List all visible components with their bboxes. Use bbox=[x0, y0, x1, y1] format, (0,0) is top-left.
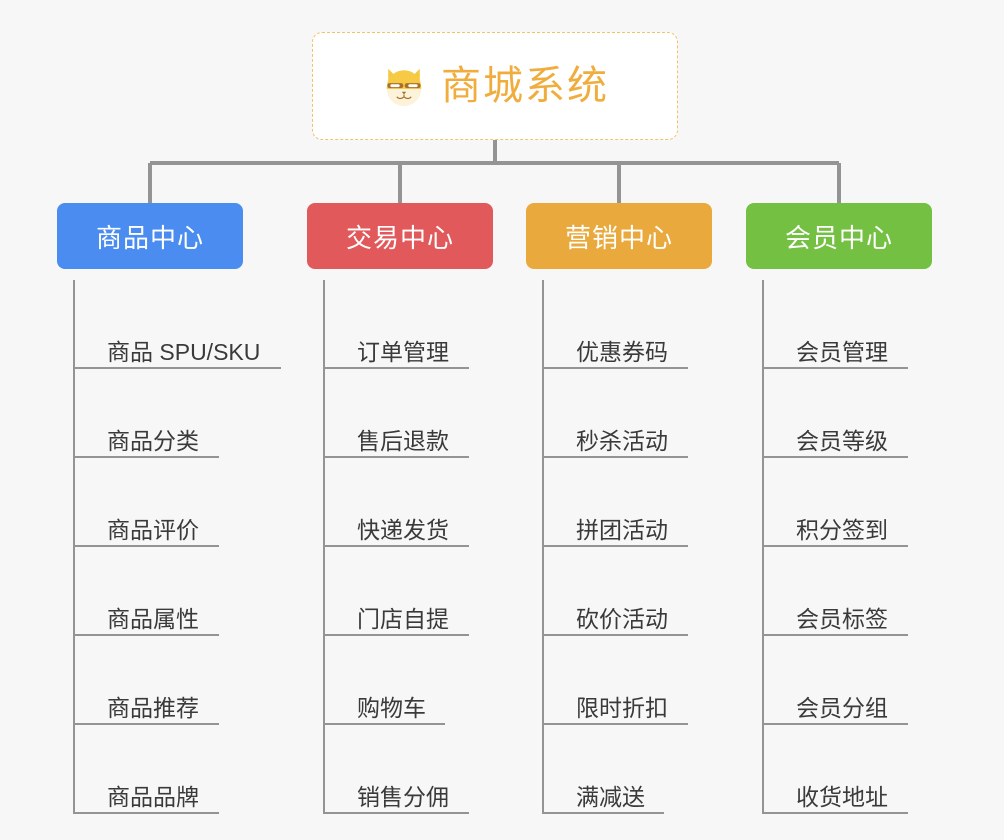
root-title: 商城系统 bbox=[441, 64, 609, 108]
leaf-label: 拼团活动 bbox=[576, 516, 668, 543]
leaf-item[interactable]: 商品 SPU/SKU bbox=[75, 280, 281, 369]
leaf-label: 商品推荐 bbox=[107, 694, 199, 721]
leaf-item[interactable]: 销售分佣 bbox=[325, 725, 499, 814]
shiba-inu-icon bbox=[386, 68, 422, 107]
leaf-item[interactable]: 门店自提 bbox=[325, 547, 499, 636]
leaf-label: 积分签到 bbox=[796, 516, 888, 543]
category-box-marketing-center[interactable]: 营销中心 bbox=[526, 203, 712, 269]
category-column-2: 营销中心 优惠券码 秒杀活动 拼团活动 砍价活动 限时折扣 满减送 bbox=[526, 203, 718, 814]
leaf-label: 会员等级 bbox=[796, 427, 888, 454]
leaf-item[interactable]: 满减送 bbox=[544, 725, 718, 814]
category-column-0: 商品中心 商品 SPU/SKU 商品分类 商品评价 商品属性 商品推荐 商品品牌 bbox=[57, 203, 281, 814]
category-box-product-center[interactable]: 商品中心 bbox=[57, 203, 243, 269]
leaf-list-3: 会员管理 会员等级 积分签到 会员标签 会员分组 收货地址 bbox=[762, 280, 938, 814]
leaf-label: 会员管理 bbox=[796, 338, 888, 365]
leaf-label: 售后退款 bbox=[357, 427, 449, 454]
leaf-label: 会员分组 bbox=[796, 694, 888, 721]
leaf-label: 订单管理 bbox=[357, 338, 449, 365]
leaf-label: 商品属性 bbox=[107, 605, 199, 632]
leaf-label: 收货地址 bbox=[796, 783, 888, 810]
leaf-item[interactable]: 限时折扣 bbox=[544, 636, 718, 725]
root-node[interactable]: 商城系统 bbox=[312, 32, 678, 140]
leaf-label: 商品 SPU/SKU bbox=[107, 338, 261, 365]
leaf-label: 砍价活动 bbox=[576, 605, 668, 632]
leaf-label: 快递发货 bbox=[357, 516, 449, 543]
leaf-item[interactable]: 会员等级 bbox=[764, 369, 938, 458]
leaf-item[interactable]: 商品分类 bbox=[75, 369, 249, 458]
category-box-member-center[interactable]: 会员中心 bbox=[746, 203, 932, 269]
leaf-item[interactable]: 积分签到 bbox=[764, 458, 938, 547]
leaf-label: 限时折扣 bbox=[576, 694, 668, 721]
leaf-list-2: 优惠券码 秒杀活动 拼团活动 砍价活动 限时折扣 满减送 bbox=[542, 280, 718, 814]
leaf-item[interactable]: 会员分组 bbox=[764, 636, 938, 725]
leaf-list-1: 订单管理 售后退款 快递发货 门店自提 购物车 销售分佣 bbox=[323, 280, 499, 814]
leaf-item[interactable]: 商品品牌 bbox=[75, 725, 249, 814]
leaf-item[interactable]: 拼团活动 bbox=[544, 458, 718, 547]
leaf-label: 满减送 bbox=[576, 783, 645, 810]
leaf-item[interactable]: 会员标签 bbox=[764, 547, 938, 636]
leaf-label: 销售分佣 bbox=[357, 783, 449, 810]
leaf-item[interactable]: 商品推荐 bbox=[75, 636, 249, 725]
leaf-item[interactable]: 购物车 bbox=[325, 636, 499, 725]
leaf-item[interactable]: 优惠券码 bbox=[544, 280, 718, 369]
leaf-item[interactable]: 秒杀活动 bbox=[544, 369, 718, 458]
category-column-1: 交易中心 订单管理 售后退款 快递发货 门店自提 购物车 销售分佣 bbox=[307, 203, 499, 814]
leaf-list-0: 商品 SPU/SKU 商品分类 商品评价 商品属性 商品推荐 商品品牌 bbox=[73, 280, 281, 814]
leaf-item[interactable]: 订单管理 bbox=[325, 280, 499, 369]
leaf-item[interactable]: 会员管理 bbox=[764, 280, 938, 369]
leaf-item[interactable]: 售后退款 bbox=[325, 369, 499, 458]
leaf-label: 门店自提 bbox=[357, 605, 449, 632]
leaf-label: 商品品牌 bbox=[107, 783, 199, 810]
leaf-label: 商品评价 bbox=[107, 516, 199, 543]
category-box-trade-center[interactable]: 交易中心 bbox=[307, 203, 493, 269]
leaf-item[interactable]: 收货地址 bbox=[764, 725, 938, 814]
category-column-3: 会员中心 会员管理 会员等级 积分签到 会员标签 会员分组 收货地址 bbox=[746, 203, 938, 814]
leaf-item[interactable]: 商品评价 bbox=[75, 458, 249, 547]
leaf-label: 优惠券码 bbox=[576, 338, 668, 365]
leaf-label: 会员标签 bbox=[796, 605, 888, 632]
leaf-label: 商品分类 bbox=[107, 427, 199, 454]
leaf-item[interactable]: 商品属性 bbox=[75, 547, 249, 636]
leaf-label: 购物车 bbox=[357, 694, 426, 721]
leaf-label: 秒杀活动 bbox=[576, 427, 668, 454]
leaf-item[interactable]: 砍价活动 bbox=[544, 547, 718, 636]
leaf-item[interactable]: 快递发货 bbox=[325, 458, 499, 547]
